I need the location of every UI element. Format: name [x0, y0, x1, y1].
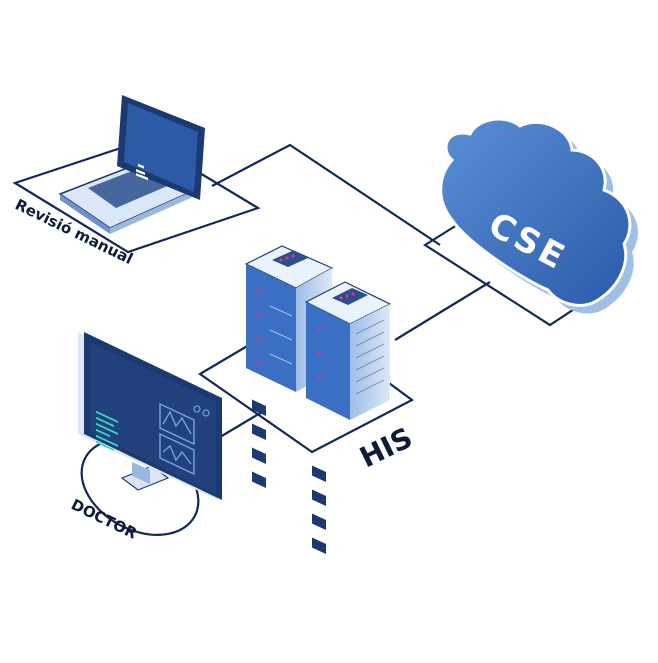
laptop-icon [58, 95, 205, 234]
server-rack-right [304, 281, 392, 555]
edge-his-cloud [394, 281, 491, 341]
edge-doctor-his [214, 411, 263, 441]
monitor-icon [78, 332, 222, 500]
server-rack-icon [244, 245, 392, 555]
connection-lines [211, 143, 491, 441]
laptop-platform [12, 138, 261, 254]
edge-laptop-cloud [211, 143, 441, 246]
his-label: HIS [355, 421, 418, 474]
doctor-label: DOCTOR [68, 495, 140, 542]
cloud-icon [439, 117, 638, 314]
